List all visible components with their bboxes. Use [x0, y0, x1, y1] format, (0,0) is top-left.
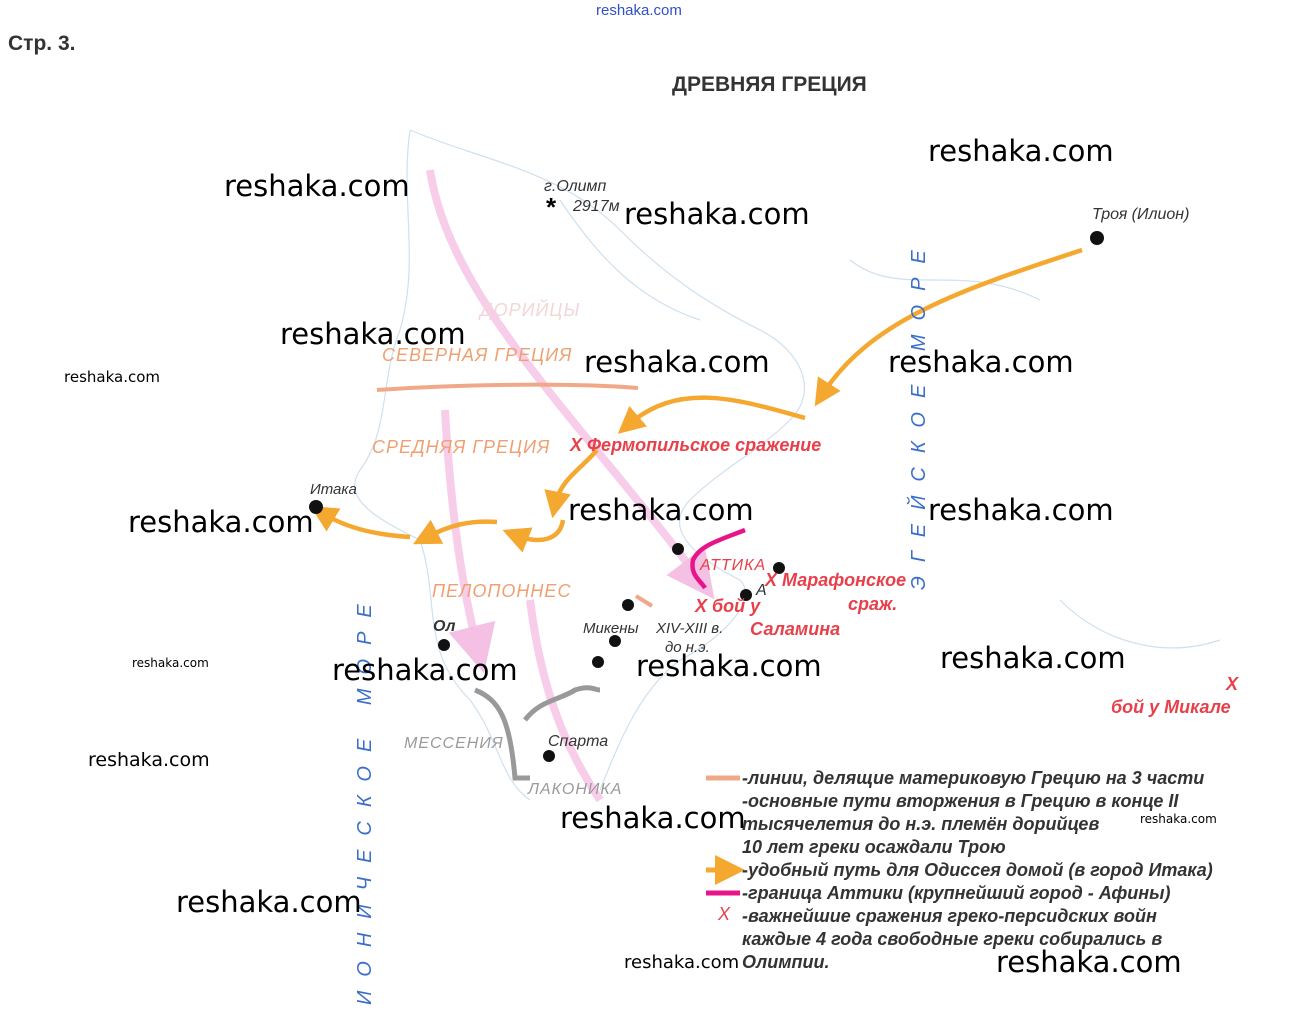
thermopylae-battle: X Фермопильское сражение — [570, 435, 822, 455]
watermark: reshaka.com — [132, 656, 209, 670]
laconia-label: ЛАКОНИКА — [528, 781, 623, 798]
watermark: reshaka.com — [636, 649, 822, 683]
watermark: reshaka.com — [928, 493, 1114, 527]
top-watermark: reshaka.com — [596, 2, 682, 19]
watermark: reshaka.com — [888, 345, 1074, 379]
watermark: reshaka.com — [560, 801, 746, 835]
watermark: reshaka.com — [940, 641, 1126, 675]
watermark: reshaka.com — [568, 493, 754, 527]
sparta-label: Спарта — [548, 733, 609, 750]
olympus-label: г.Олимп — [544, 178, 607, 195]
peloponnese-label: ПЕЛОПОННЕС — [432, 581, 572, 601]
dorian-path-2 — [441, 409, 496, 674]
watermark: reshaka.com — [64, 368, 160, 386]
north-greece-label: СЕВЕРНАЯ ГРЕЦИЯ — [382, 345, 573, 365]
dorian-path-3 — [526, 599, 604, 803]
marathon-battle-2: сраж. — [848, 594, 898, 614]
salamis-battle-2: Саламина — [750, 619, 841, 639]
legend-item: -важнейшие сражения греко-персидских вой… — [742, 906, 1157, 926]
dorians-label: ДОРИЙЦЫ — [480, 300, 581, 320]
dorian-path-1 — [426, 169, 715, 600]
mycenae-date-2: до н.э. — [665, 639, 710, 656]
mycenae-date: XIV-XIII в. — [656, 620, 724, 637]
ithaca-label: Итака — [310, 481, 357, 498]
salamis-battle: X бой у — [695, 596, 761, 616]
legend-item: тысячелетия до н.э. племён дорийцев — [742, 814, 1100, 834]
legend-item: каждые 4 года свободные греки собирались… — [742, 929, 1163, 949]
mountain-star-icon: * — [546, 192, 557, 222]
middle-greece-label: СРЕДНЯЯ ГРЕЦИЯ — [372, 437, 551, 457]
odysseus-route — [310, 247, 1083, 553]
legend-item: -граница Аттики (крупнейший город - Афин… — [742, 883, 1171, 903]
coastline — [354, 129, 1221, 801]
map-title: ДРЕВНЯЯ ГРЕЦИЯ — [672, 73, 867, 96]
legend-item: -удобный путь для Одиссея домой (в город… — [742, 860, 1213, 880]
legend-item: 10 лет греки осаждали Трою — [742, 837, 1006, 857]
messenia-label: МЕССЕНИЯ — [404, 735, 504, 752]
olympus-height: 2917м — [573, 198, 620, 215]
region-line-north — [376, 382, 639, 392]
aegean-sea-label: ЭГЕЙСКОЕ МОРЕ — [908, 236, 930, 590]
watermark: reshaka.com — [176, 885, 362, 919]
watermark: reshaka.com — [332, 653, 518, 687]
watermark: reshaka.com — [624, 952, 740, 973]
athens-letter: А — [756, 582, 767, 599]
mountain-range — [474, 685, 601, 781]
marathon-battle: X Марафонское — [765, 570, 907, 590]
legend-item: Олимпии. — [742, 952, 830, 972]
legend-item: -основные пути вторжения в Грецию в конц… — [742, 791, 1179, 811]
watermark: reshaka.com — [624, 197, 810, 231]
region-line-peloponnese — [634, 594, 654, 608]
olympia-label: Ол — [433, 618, 456, 635]
watermark: reshaka.com — [128, 505, 314, 539]
watermark: reshaka.com — [88, 749, 210, 771]
watermark: reshaka.com — [280, 317, 466, 351]
watermark: reshaka.com — [996, 945, 1182, 979]
city-dots — [309, 231, 1104, 762]
watermark: reshaka.com — [1140, 812, 1217, 826]
watermark: reshaka.com — [224, 169, 410, 203]
mycenae-label: Микены — [583, 620, 639, 637]
attica-border — [690, 527, 746, 590]
mycale-x: X — [1226, 674, 1239, 694]
legend-item: -линии, делящие материковую Грецию на 3 … — [742, 768, 1205, 788]
watermark: reshaka.com — [928, 134, 1114, 168]
watermark: reshaka.com — [584, 345, 770, 379]
page-label: Стр. 3. — [8, 32, 76, 55]
attica-label: АТТИКА — [700, 557, 767, 574]
legend-battle-x-icon: X — [718, 904, 731, 924]
mycale-battle: бой у Микале — [1111, 697, 1231, 717]
troy-label: Троя (Илион) — [1092, 206, 1190, 223]
